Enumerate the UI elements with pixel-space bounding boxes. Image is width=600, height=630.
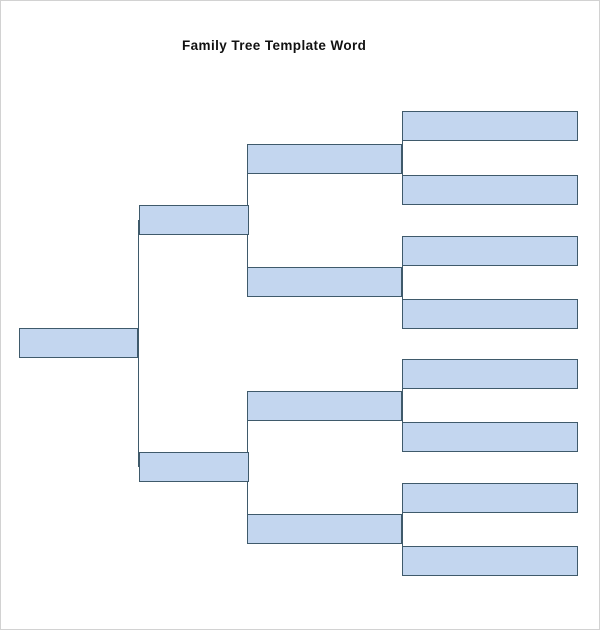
tree-node-g2-1[interactable] [139,205,249,235]
tree-node-g2-2[interactable] [139,452,249,482]
tree-connector [402,251,403,314]
tree-node-g4-6[interactable] [402,422,578,452]
tree-node-g4-3[interactable] [402,236,578,266]
tree-node-g3-4[interactable] [247,514,402,544]
tree-node-g1-1[interactable] [19,328,138,358]
tree-node-g4-2[interactable] [402,175,578,205]
tree-node-g4-8[interactable] [402,546,578,576]
page-title: Family Tree Template Word [182,38,367,53]
tree-connector [138,220,139,467]
tree-node-g4-5[interactable] [402,359,578,389]
tree-connector [402,126,403,190]
tree-node-g4-1[interactable] [402,111,578,141]
tree-connector [402,498,403,561]
tree-node-g3-1[interactable] [247,144,402,174]
tree-node-g3-2[interactable] [247,267,402,297]
tree-node-g3-3[interactable] [247,391,402,421]
tree-node-g4-4[interactable] [402,299,578,329]
tree-node-g4-7[interactable] [402,483,578,513]
tree-connector [402,374,403,437]
